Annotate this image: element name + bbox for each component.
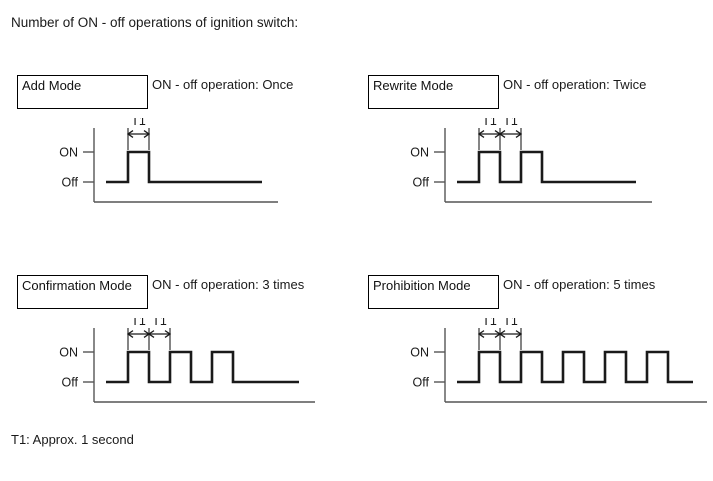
t1-marker-label: T1 [152,318,167,328]
axis-label-off: Off [62,176,79,190]
mode-box-label: Add Mode [22,78,82,93]
t1-marker-label: T1 [482,318,497,328]
panel-add-mode: Add Mode ON - off operation: Once ON Off T… [6,66,356,256]
mode-box-confirmation-mode: Confirmation Mode [17,275,148,309]
waveform-prohibition-mode: ON Off T1 T1 [357,318,707,448]
axis-label-on: ON [59,346,78,360]
operation-text-rewrite-mode: ON - off operation: Twice [503,77,647,92]
t1-marker-label: T1 [503,318,518,328]
operation-text-confirmation-mode: ON - off operation: 3 times [152,277,305,292]
t1-marker-label: T1 [503,118,518,128]
axis-label-off: Off [413,176,430,190]
panel-prohibition-mode: Prohibition Mode ON - off operation: 5 t… [357,266,707,456]
waveform-svg: ON Off T1 T1 [410,318,707,403]
page-title: Number of ON - off operations of ignitio… [11,15,299,30]
waveform-svg: ON Off T1 T1 [59,318,315,403]
axis-label-on: ON [59,146,78,160]
mode-box-rewrite-mode: Rewrite Mode [368,75,499,109]
waveform-rewrite-mode: ON Off T1 T1 [357,118,707,248]
waveform-trace [457,150,636,184]
axis-label-off: Off [413,376,430,390]
waveform-add-mode: ON Off T1 [6,118,356,248]
axis-label-on: ON [410,346,429,360]
mode-box-label: Rewrite Mode [373,78,454,93]
mode-box-prohibition-mode: Prohibition Mode [368,275,499,309]
operation-text-add-mode: ON - off operation: Once [152,77,294,92]
waveform-trace [457,350,693,384]
waveform-confirmation-mode: ON Off T1 T1 [6,318,356,448]
footnote-t1: T1: Approx. 1 second [11,432,134,447]
t1-marker-label: T1 [131,118,146,128]
waveform-trace [106,150,262,184]
axis-label-off: Off [62,376,79,390]
mode-box-label: Confirmation Mode [22,278,132,293]
t1-marker-label: T1 [482,118,497,128]
waveform-trace [106,350,299,384]
waveform-svg: ON Off T1 T1 [410,118,652,203]
mode-box-label: Prohibition Mode [373,278,471,293]
panel-rewrite-mode: Rewrite Mode ON - off operation: Twice O… [357,66,707,256]
waveform-svg: ON Off T1 [59,118,278,203]
mode-box-add-mode: Add Mode [17,75,148,109]
axis-label-on: ON [410,146,429,160]
panel-confirmation-mode: Confirmation Mode ON - off operation: 3 … [6,266,356,456]
t1-marker-label: T1 [131,318,146,328]
operation-text-prohibition-mode: ON - off operation: 5 times [503,277,656,292]
